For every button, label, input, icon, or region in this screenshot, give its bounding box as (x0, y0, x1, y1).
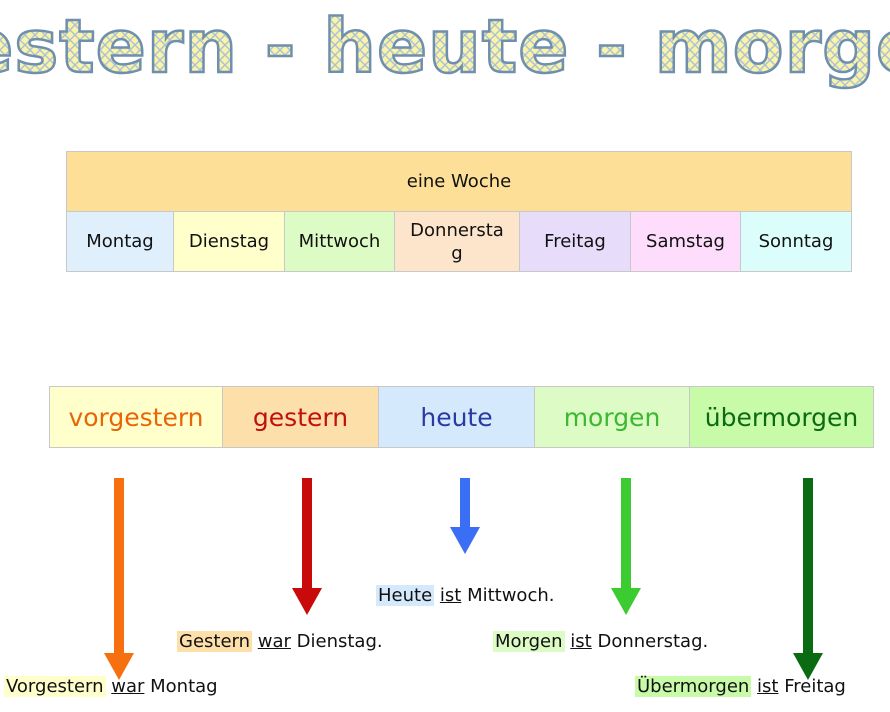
sentence-gestern-verb: war (257, 631, 291, 652)
day-donnerstag: Donnerstag (395, 212, 520, 271)
sentence-gestern: Gestern war Dienstag. (177, 630, 383, 654)
sentence-vorgestern-subject: Vorgestern (4, 676, 106, 697)
day-sonntag: Sonntag (741, 212, 851, 271)
sentence-vorgestern: Vorgestern war Montag (4, 675, 218, 699)
day-mittwoch: Mittwoch (285, 212, 395, 271)
sentence-gestern-subject: Gestern (177, 631, 253, 652)
page-title-text: gestern - heute - morgen (0, 4, 890, 90)
timeline-vorgestern: vorgestern (50, 387, 223, 447)
sentence-morgen: Morgen ist Donnerstag. (493, 630, 708, 654)
sentence-uebermorgen-day: Freitag (784, 676, 846, 697)
day-dienstag: Dienstag (174, 212, 285, 271)
sentence-morgen-day: Donnerstag. (597, 631, 709, 652)
timeline-morgen: morgen (535, 387, 690, 447)
week-header: eine Woche (67, 152, 851, 212)
sentence-uebermorgen: Übermorgen ist Freitag (635, 675, 846, 699)
day-freitag: Freitag (520, 212, 631, 271)
sentence-uebermorgen-verb: ist (757, 676, 779, 697)
sentence-heute: Heute ist Mittwoch. (376, 584, 554, 608)
timeline-gestern: gestern (223, 387, 379, 447)
sentence-heute-verb: ist (439, 585, 462, 606)
arrow-heute (450, 478, 480, 554)
sentence-heute-subject: Heute (376, 585, 435, 606)
sentence-uebermorgen-subject: Übermorgen (635, 676, 752, 697)
timeline-uebermorgen: übermorgen (690, 387, 873, 447)
arrow-morgen (611, 478, 641, 615)
timeline-table: vorgestern gestern heute morgen übermorg… (49, 386, 874, 448)
sentence-morgen-subject: Morgen (493, 631, 565, 652)
arrow-uebermorgen (793, 478, 823, 680)
arrow-vorgestern (104, 478, 134, 680)
arrow-gestern (292, 478, 322, 615)
sentence-morgen-verb: ist (570, 631, 592, 652)
sentence-vorgestern-verb: war (111, 676, 145, 697)
timeline-heute: heute (379, 387, 535, 447)
page-title: gestern - heute - morgen (0, 3, 890, 90)
day-montag: Montag (67, 212, 174, 271)
day-samstag: Samstag (631, 212, 741, 271)
sentence-heute-day: Mittwoch. (467, 585, 555, 606)
sentence-gestern-day: Dienstag. (296, 631, 383, 652)
sentence-vorgestern-day: Montag (150, 676, 218, 697)
week-table: eine Woche Montag Dienstag Mittwoch Donn… (66, 151, 852, 272)
